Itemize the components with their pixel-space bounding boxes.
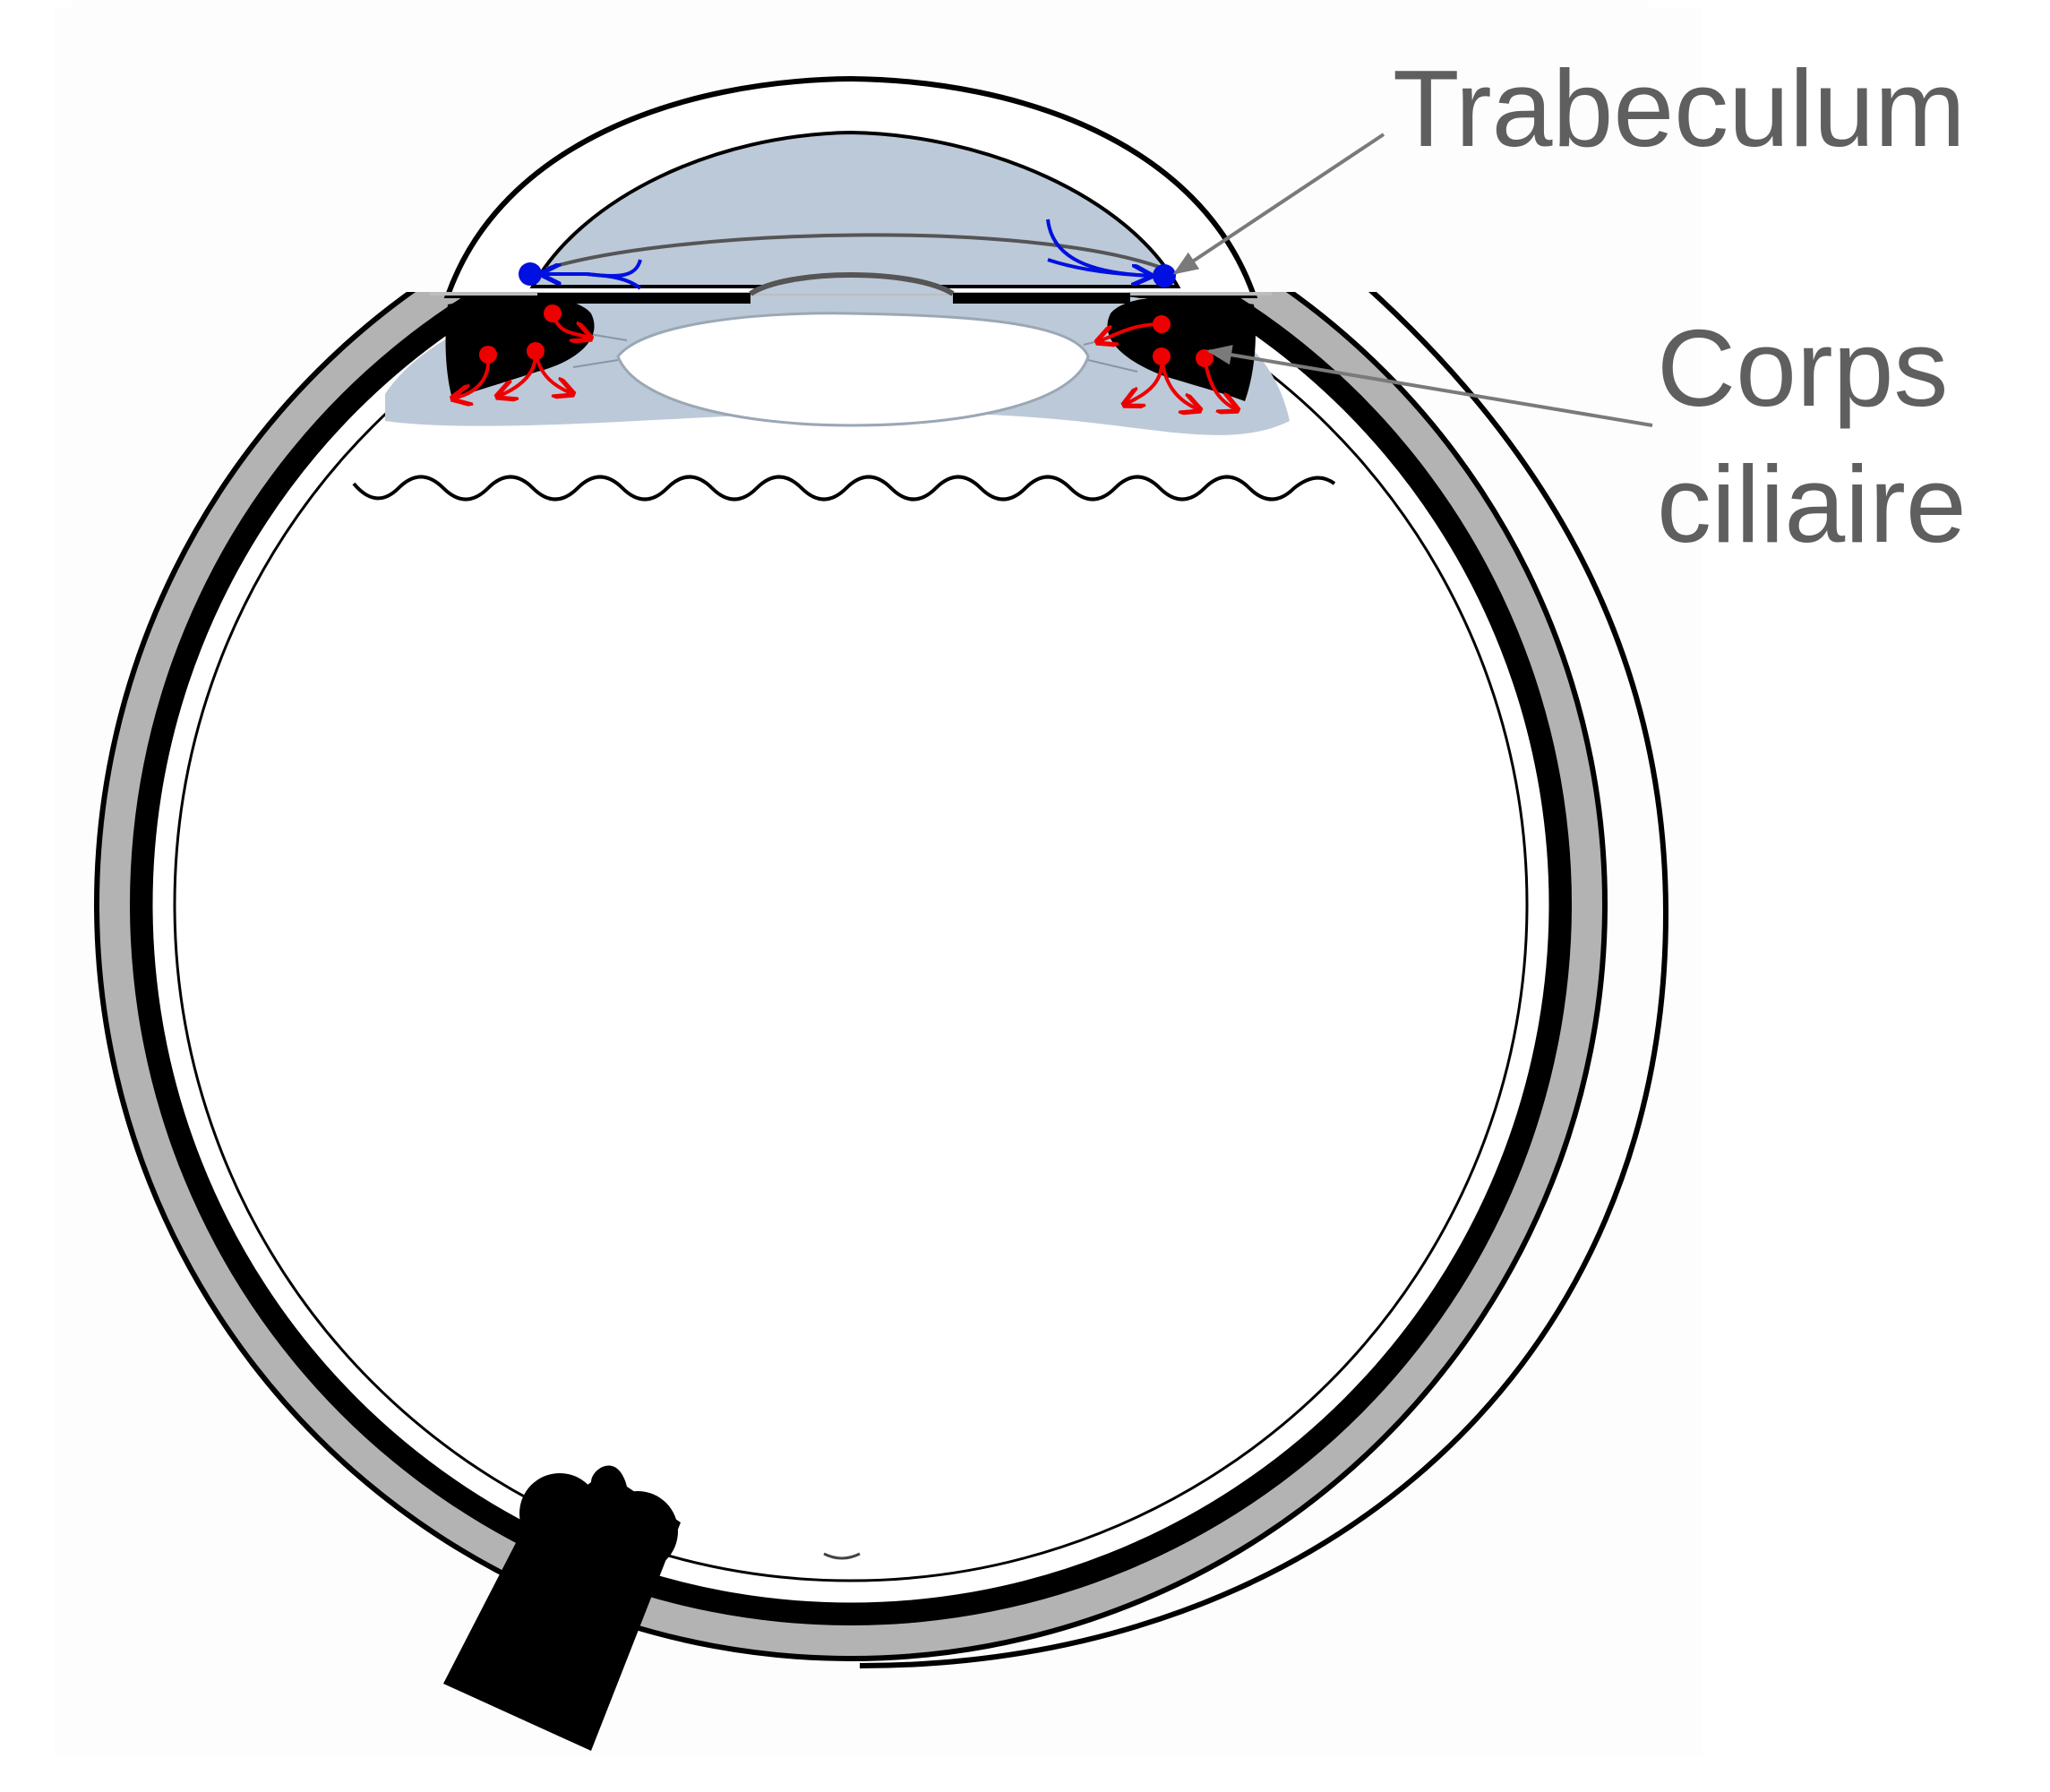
aqueous-secretion-markers bbox=[452, 304, 1238, 410]
ciliary-body-right bbox=[1107, 296, 1256, 401]
trabeculum-pointer bbox=[1172, 133, 1385, 275]
lens-front bbox=[749, 272, 955, 296]
optic-disc-notch bbox=[823, 1552, 861, 1560]
corps-ciliaire-label-line2: ciliaire bbox=[1657, 443, 1967, 565]
cornea-inner-line bbox=[545, 233, 1165, 270]
corps-ciliaire-pointer bbox=[1206, 345, 1653, 427]
trabeculum-label: Trabeculum bbox=[1393, 47, 1966, 169]
anterior-chamber bbox=[529, 130, 1181, 288]
ora-serrata-wave bbox=[352, 475, 1336, 502]
corps-ciliaire-label-line1: Corps bbox=[1657, 307, 1948, 429]
aqueous-outflow-markers bbox=[519, 219, 1176, 290]
optic-nerve bbox=[443, 1465, 681, 1751]
lens bbox=[616, 312, 1090, 427]
